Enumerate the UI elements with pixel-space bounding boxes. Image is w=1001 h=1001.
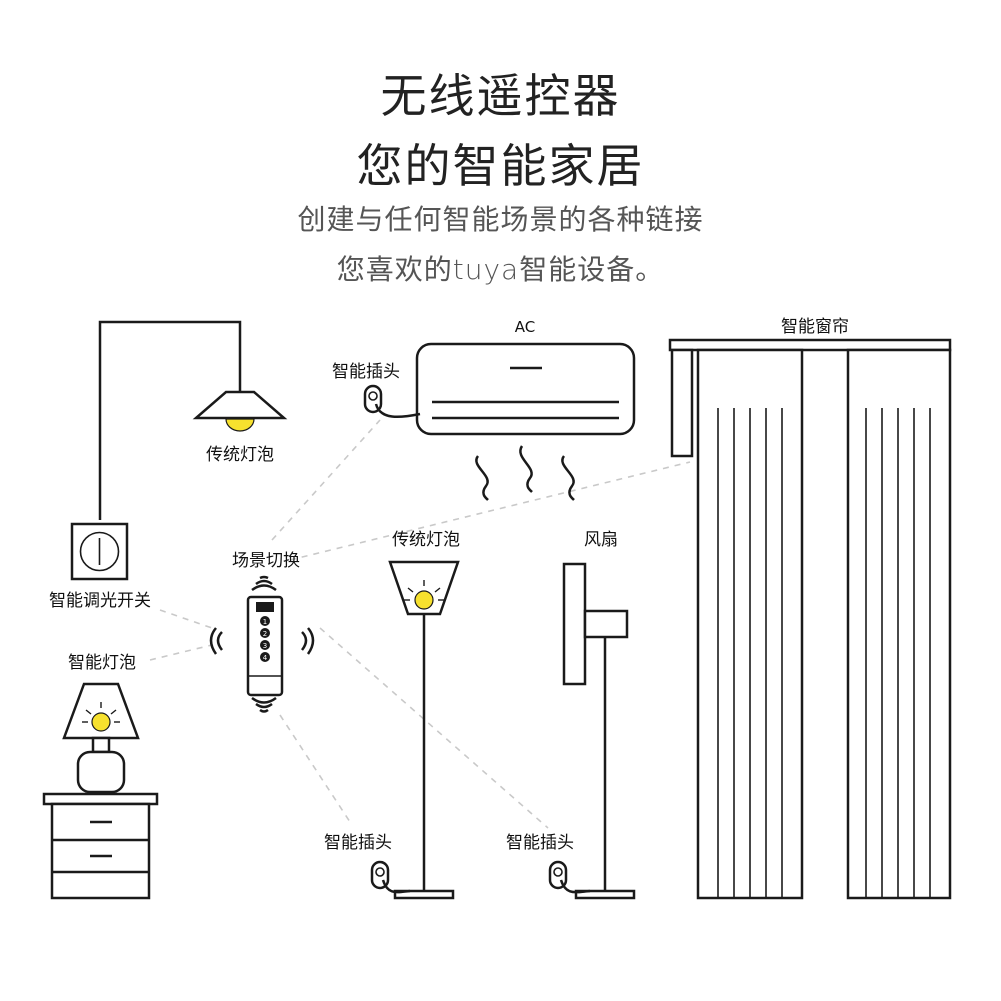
signal-waves-icon [251,696,277,713]
lamp-base [76,750,126,794]
lamp-smart-plug: 智能插头 [324,833,411,894]
airflow-icon [519,445,533,493]
link-to-dimmer-switch [159,609,213,629]
nightstand-top [42,792,159,806]
curtain-folds [717,408,931,898]
curtain-motor [670,348,694,458]
lamp-cable [381,879,411,894]
page-title-secondary: 您的智能家居 [356,139,645,193]
bulb-icon [91,712,111,732]
fan-head [562,562,587,686]
scene-switch-remote: 场景切换 1 2 3 4 [209,551,315,713]
lamp-neck [91,736,111,754]
ac-body [415,342,636,436]
connection-lines [149,419,691,829]
nightstand [42,792,159,900]
curtain-label: 智能窗帘 [781,317,849,337]
link-to-smart-bulb [149,644,213,661]
smart-bulb-label: 智能灯泡 [68,653,136,673]
ac-label: AC [515,318,535,336]
link-to-curtain [289,461,691,561]
smart-table-lamp: 智能灯泡 [62,653,140,794]
dimmer-knob-icon [79,531,120,572]
fan-label: 风扇 [584,530,618,550]
smart-curtain: 智能窗帘 [668,317,952,900]
subtitle-secondary: 您喜欢的tuya智能设备。 [336,253,665,286]
light-rays [404,580,444,601]
lamp-plug-label: 智能插头 [324,833,392,853]
remote-button-4-label: 4 [263,654,268,662]
fan-base [574,889,636,900]
remote-button-2 [260,628,270,638]
curtain-rail [668,338,952,352]
link-to-lamp-plug [279,714,353,826]
plug-socket [368,391,378,401]
remote-button-3-label: 3 [263,642,267,650]
ac-plug-label: 智能插头 [332,362,400,382]
signal-waves-icon [209,627,224,655]
signal-waves-icon [300,627,315,655]
plug-socket [553,867,563,877]
ceiling-bulb-label: 传统灯泡 [206,445,274,465]
fan-cable [559,879,591,894]
link-to-ac-plug [271,419,381,541]
bulb-icon [225,418,255,432]
floor-lamp-base [393,889,455,900]
fan-motor [583,609,629,639]
fan-smart-plug: 智能插头 [506,833,591,894]
standing-fan: 风扇 [562,530,636,900]
subtitle: 创建与任何智能场景的各种链接 [297,203,704,236]
scene-switch-label: 场景切换 [232,551,300,571]
plug-socket [375,867,385,877]
link-to-fan-plug [319,627,549,829]
lampshade [192,390,288,420]
floor-lamp-bulb-label: 传统灯泡 [392,530,460,550]
smart-dimmer-switch: 智能调光开关 [49,522,151,611]
nightstand-body [50,802,151,900]
signal-waves-icon [251,575,277,592]
ceiling-lamp: 传统灯泡 [98,320,288,520]
light-rays [82,702,120,723]
ac-smart-plug: 智能插头 [332,362,421,419]
remote-display [256,602,274,612]
airflow-icon [561,455,575,501]
dimmer-switch-label: 智能调光开关 [49,591,151,611]
remote-buttons: 1 2 3 4 [260,616,270,662]
table-lampshade [62,682,140,740]
remote-button-1-label: 1 [263,618,267,626]
air-conditioner: AC [415,318,636,501]
remote-button-2-label: 2 [263,630,267,638]
remote-button-4 [260,652,270,662]
floor-lamp: 传统灯泡 [388,530,460,900]
ceiling-wire [98,320,242,520]
page-title: 无线遥控器 [380,69,621,123]
bulb-icon [414,590,434,610]
fan-plug-label: 智能插头 [506,833,574,853]
remote-button-3 [260,640,270,650]
remote-button-1 [260,616,270,626]
curtain-panel-right [846,348,952,900]
ac-cable [374,403,421,419]
airflow-icon [475,455,489,501]
floor-lampshade [388,560,460,616]
